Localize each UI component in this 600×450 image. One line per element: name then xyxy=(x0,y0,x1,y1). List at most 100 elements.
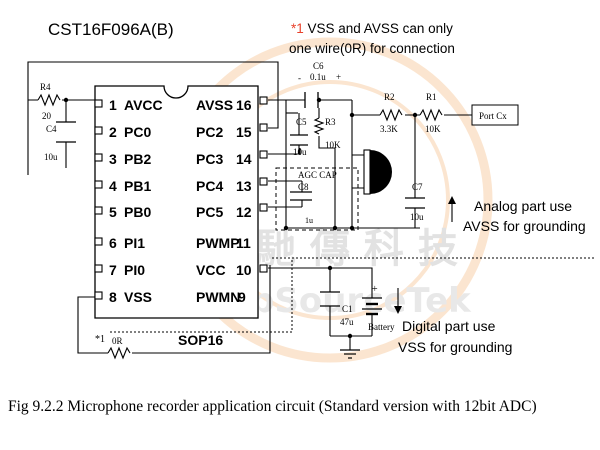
pin-1-name: AVCC xyxy=(124,97,163,113)
pin-2-num: 2 xyxy=(109,124,117,140)
resistor-r3: R3 10K xyxy=(313,117,341,150)
r4-name: R4 xyxy=(40,82,51,92)
battery-plus: + xyxy=(372,284,378,295)
r3-name: R3 xyxy=(325,117,336,127)
c6-name: C6 xyxy=(313,61,324,71)
right-pin-labels: AVSS 16 PC2 15 PC3 14 PC4 13 PC5 12 PWMP… xyxy=(196,97,252,305)
c1-value: 47u xyxy=(340,317,354,327)
c6-plus: + xyxy=(336,72,341,82)
pin-3-name: PB2 xyxy=(124,151,151,167)
r3-value: 10K xyxy=(325,140,341,150)
resistor-r1: R1 10K xyxy=(419,92,443,134)
analog-arrow-icon xyxy=(448,196,456,222)
pin-7-name: PI0 xyxy=(124,262,145,278)
c5-value: 10u xyxy=(293,147,307,157)
r2-name: R2 xyxy=(384,92,395,102)
chip-title: CST16F096A(B) xyxy=(48,20,174,39)
pin-12-name: PC5 xyxy=(196,204,223,220)
c6-value: 0.1u xyxy=(310,72,326,82)
r1-value: 10K xyxy=(425,124,441,134)
c4-value: 10u xyxy=(44,152,58,162)
pin-7-num: 7 xyxy=(109,262,117,278)
c5-name: C5 xyxy=(296,117,307,127)
pin-15-num: 15 xyxy=(236,124,252,140)
ground-icon xyxy=(340,349,360,359)
capacitor-c5 xyxy=(290,134,308,146)
note-line-1: *1 VSS and AVSS can only xyxy=(291,21,453,36)
pin-9-num: 9 xyxy=(238,289,246,305)
capacitor-c8 xyxy=(290,191,312,201)
zero-ohm-value: 0R xyxy=(112,336,123,346)
mic-body xyxy=(363,149,371,195)
port-cx-label: Port Cx xyxy=(479,111,507,121)
junction-r3 xyxy=(316,97,322,103)
capacitor-c1 xyxy=(320,291,340,307)
pin-5-num: 5 xyxy=(109,204,117,220)
wires xyxy=(27,61,472,354)
pin-3-num: 3 xyxy=(109,151,117,167)
dotted-separators xyxy=(110,257,595,333)
r2-value: 3.3K xyxy=(380,124,398,134)
resistor-0r: *1 0R xyxy=(95,334,131,360)
package-label: SOP16 xyxy=(178,332,223,348)
right-pin-stubs xyxy=(259,96,268,273)
battery-label: Battery xyxy=(368,322,395,332)
zero-ohm-marker: *1 xyxy=(95,334,105,345)
agc-region xyxy=(275,167,359,231)
pin-5-name: PB0 xyxy=(124,204,151,220)
pin-10-num: 10 xyxy=(236,262,252,278)
r4-value: 20 xyxy=(42,111,52,121)
pin-4-name: PB1 xyxy=(124,178,151,194)
pin-11-name: PWMP xyxy=(196,235,240,251)
pin-6-name: PI1 xyxy=(124,235,145,251)
note-marker: *1 xyxy=(291,21,304,36)
c4-name: C4 xyxy=(46,124,57,134)
junction-r4 xyxy=(63,97,69,103)
pin-10-name: VCC xyxy=(196,262,226,278)
pin-12-num: 12 xyxy=(236,204,252,220)
pin-11-num: 11 xyxy=(236,235,251,251)
pin-16-num: 16 xyxy=(236,97,252,113)
pin-13-name: PC4 xyxy=(196,178,223,194)
pin-14-num: 14 xyxy=(236,151,252,167)
capacitor-c6 xyxy=(304,92,319,108)
junction-r2 xyxy=(412,112,418,118)
pin-13-num: 13 xyxy=(236,178,252,194)
figure-caption: Fig 9.2.2 Microphone recorder applicatio… xyxy=(8,398,537,415)
pin-6-num: 6 xyxy=(109,235,117,251)
pin-8-name: VSS xyxy=(124,289,152,305)
digital-note-line-2: VSS for grounding xyxy=(398,339,512,355)
pin-1-num: 1 xyxy=(109,97,117,113)
analog-note-line-2: AVSS for grounding xyxy=(463,218,586,234)
c7-name: C7 xyxy=(412,182,423,192)
junctions xyxy=(283,112,355,339)
pin-2-name: PC0 xyxy=(124,124,151,140)
left-pin-stubs xyxy=(94,99,103,300)
resistor-r2: R2 3.3K xyxy=(379,92,403,134)
note-line-1-text: VSS and AVSS can only xyxy=(304,21,453,36)
left-pin-labels: 1 AVCC 2 PC0 3 PB2 4 PB1 5 PB0 6 PI1 7 P… xyxy=(109,97,163,305)
pin-8-num: 8 xyxy=(109,289,117,305)
c6-minus: - xyxy=(298,73,301,83)
pin-15-name: PC2 xyxy=(196,124,223,140)
c1-name: C1 xyxy=(342,304,353,314)
c8-name: C8 xyxy=(298,182,309,192)
microphone xyxy=(363,149,392,195)
note-line-2: one wire(0R) for connection xyxy=(289,41,455,56)
digital-arrow-icon xyxy=(394,288,402,314)
c7-value: 10u xyxy=(410,212,424,222)
r1-name: R1 xyxy=(426,92,437,102)
battery xyxy=(362,297,382,316)
pin-14-name: PC3 xyxy=(196,151,223,167)
capacitor-c7 xyxy=(405,197,425,209)
pin-16-name: AVSS xyxy=(196,97,233,113)
resistor-r4: R4 20 xyxy=(37,82,61,121)
chip-body xyxy=(94,85,259,319)
port-cx: Port Cx xyxy=(471,104,519,126)
pin-4-num: 4 xyxy=(109,178,117,194)
digital-note-line-1: Digital part use xyxy=(402,318,496,334)
mic-dome xyxy=(370,150,392,194)
analog-note-line-1: Analog part use xyxy=(474,198,572,214)
pin-9-name: PWMN xyxy=(196,289,240,305)
